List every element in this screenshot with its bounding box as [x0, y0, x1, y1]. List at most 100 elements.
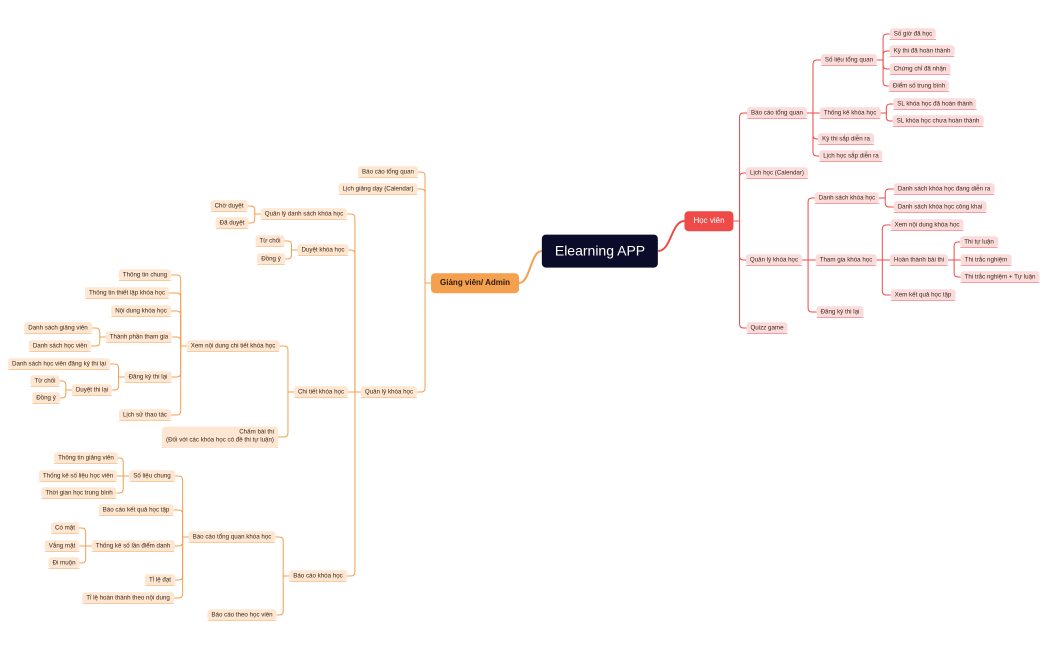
node-hv-chung-chi-da-nhan[interactable]: Chứng chỉ đã nhận	[889, 63, 951, 75]
connector-line	[876, 259, 891, 296]
node-hv-lich-hoc[interactable]: Lịch học (Calendar)	[746, 167, 808, 179]
node-hv-diem-so-trung-binh[interactable]: Điểm số trung bình	[888, 80, 950, 92]
node-hv-xem-noi-dung[interactable]: Xem nội dung khóa học	[890, 219, 964, 231]
node-gv-quan-ly-danh-sach[interactable]: Quản lý danh sách khóa học	[260, 208, 348, 220]
node-hv-ds-dang-dien-ra[interactable]: Danh sách khóa học đang diễn ra	[893, 183, 995, 195]
node-gv-noi-dung-khoa-hoc[interactable]: Nội dung khóa học	[111, 305, 171, 317]
node-gv-thong-tin-giang-vien[interactable]: Thông tin giảng viên	[54, 452, 118, 464]
connector-line	[877, 50, 890, 61]
connector-line	[172, 336, 187, 347]
node-gv-vang-mat[interactable]: Vắng mặt	[44, 540, 80, 552]
node-gv-thong-tin-thiet-lap[interactable]: Thông tin thiết lập khóa học	[84, 287, 170, 299]
connector-line	[91, 327, 106, 338]
node-gv-bao-cao-ket-qua[interactable]: Báo cáo kết quả học tập	[98, 504, 174, 516]
node-hv-thi-tu-luan[interactable]: Thi tự luận	[960, 236, 998, 248]
connector-line	[346, 391, 361, 577]
node-hv-thi-trac-nghiem-tu-luan[interactable]: Thi trắc nghiệm + Tự luận	[960, 271, 1040, 283]
node-gv-quan-ly-khoa-hoc[interactable]: Quản lý khóa học	[360, 386, 418, 398]
node-hv-quizz-game[interactable]: Quizz game	[746, 322, 788, 334]
node-hv-lich-hoc-sap-dien-ra[interactable]: Lịch học sắp diễn ra	[819, 150, 883, 162]
node-gv-bao-cao-tong-quan-khoa-hoc[interactable]: Báo cáo tổng quan khóa học	[188, 531, 276, 543]
connector-line	[284, 240, 298, 251]
node-gv-thong-ke-diem-danh[interactable]: Thống kê số lần điểm danh	[91, 540, 175, 552]
connector-line	[733, 220, 747, 329]
connector-line	[880, 103, 894, 114]
node-gv-lich-su-thao-tac[interactable]: Lịch sử thao tác	[118, 409, 172, 421]
node-gv-thi-lai-dong-y[interactable]: Đồng ý	[32, 392, 60, 404]
node-hv-quan-ly-khoa-hoc[interactable]: Quản lý khóa học	[745, 254, 803, 266]
node-gv-ds-hoc-vien[interactable]: Danh sách học viên	[28, 340, 92, 352]
connector-line	[171, 345, 187, 416]
node-gv-duyet-khoa-hoc[interactable]: Duyệt khóa học	[297, 244, 349, 256]
connector-line	[880, 112, 893, 122]
node-gv-di-muon[interactable]: Đi muộn	[48, 557, 80, 569]
node-gv-thi-lai-tu-choi[interactable]: Từ chối	[30, 375, 60, 387]
node-gv-da-duyet[interactable]: Đã duyệt	[215, 217, 249, 229]
connector-line	[879, 197, 894, 208]
node-hv-hoan-thanh-bai-thi[interactable]: Hoàn thành bài thi	[889, 254, 949, 266]
node-hoc-vien[interactable]: Học viên	[684, 211, 734, 231]
node-hv-tham-gia-khoa-hoc[interactable]: Tham gia khóa học	[815, 254, 877, 266]
node-gv-cham-bai-thi[interactable]: Chấm bài thi (Đối với các khóa học có đề…	[162, 426, 278, 448]
node-gv-co-mat[interactable]: Có mặt	[51, 522, 79, 534]
node-hv-bao-cao-tong-quan[interactable]: Báo cáo tổng quan	[747, 107, 807, 119]
connector-line	[284, 249, 298, 260]
node-gv-duyet-dong-y[interactable]: Đồng ý	[257, 253, 285, 265]
node-gv-chi-tiet-khoa-hoc[interactable]: Chi tiết khóa học	[293, 386, 349, 398]
node-gv-xem-noi-dung-chi-tiet[interactable]: Xem nội dung chi tiết khóa học	[186, 340, 280, 352]
node-giang-vien[interactable]: Giảng viên/ Admin	[431, 273, 519, 293]
node-hv-so-gio-da-hoc[interactable]: Số giờ đã học	[889, 28, 937, 40]
node-gv-thoi-gian-hoc-tb[interactable]: Thời gian học trung bình	[41, 487, 117, 499]
node-hv-ds-cong-khai[interactable]: Danh sách khóa học công khai	[893, 201, 987, 213]
node-gv-thong-ke-so-lieu-hv[interactable]: Thống kê số liệu học viên	[38, 470, 118, 482]
connector-line	[417, 171, 432, 284]
root-node[interactable]: Elearning APP	[541, 234, 659, 268]
connector-line	[802, 259, 817, 313]
connector-line	[174, 475, 189, 538]
connector-line	[877, 33, 890, 61]
node-gv-thanh-phan-tham-gia[interactable]: Thành phần tham gia	[105, 331, 173, 343]
node-hv-danh-sach-khoa-hoc[interactable]: Danh sách khóa học	[814, 192, 880, 204]
connector-line	[806, 59, 821, 114]
node-gv-thong-tin-chung[interactable]: Thông tin chung	[118, 269, 172, 281]
connector-line	[247, 205, 261, 215]
connector-line	[806, 112, 820, 157]
node-hv-thong-ke-khoa-hoc[interactable]: Thống kê khóa học	[819, 107, 881, 119]
connector-line	[802, 197, 815, 261]
node-gv-bao-cao-tong-quan[interactable]: Báo cáo tổng quan	[358, 166, 418, 178]
node-gv-ds-dang-ky-thi-lai[interactable]: Danh sách học viên đăng ký thi lại	[8, 358, 110, 370]
connector-line	[117, 457, 130, 477]
connector-line	[417, 188, 432, 284]
node-gv-duyet-tu-choi[interactable]: Từ chối	[255, 235, 285, 247]
node-hv-dang-ky-thi-lai[interactable]: Đăng ký thi lại	[816, 306, 864, 318]
node-hv-thi-trac-nghiem[interactable]: Thi trắc nghiệm	[960, 254, 1012, 266]
node-hv-xem-ket-qua[interactable]: Xem kết quả học tập	[890, 289, 956, 301]
node-gv-ds-giang-vien[interactable]: Danh sách giảng viên	[24, 322, 92, 334]
connector-line	[275, 536, 290, 577]
node-hv-ky-thi-sap-dien-ra[interactable]: Kỳ thi sắp diễn ra	[818, 133, 874, 145]
connector-line	[174, 536, 189, 547]
connector-line	[657, 220, 685, 252]
connector-line	[91, 336, 106, 347]
node-gv-cho-duyet[interactable]: Chờ duyệt	[210, 200, 248, 212]
node-gv-duyet-thi-lai[interactable]: Duyệt thi lại	[71, 384, 113, 396]
connector-line	[173, 509, 189, 538]
node-gv-bao-cao-khoa-hoc[interactable]: Báo cáo khóa học	[289, 570, 347, 582]
connector-line	[173, 536, 189, 599]
connector-line	[79, 545, 92, 564]
connector-line	[171, 274, 187, 347]
node-hv-ky-thi-da-hoan-thanh[interactable]: Kỳ thi đã hoàn thành	[889, 45, 955, 57]
connector-line	[248, 213, 261, 224]
node-hv-sl-da-hoan-thanh[interactable]: SL khóa học đã hoàn thành	[893, 98, 977, 110]
node-hv-sl-chua-hoan-thanh[interactable]: SL khóa học chưa hoàn thành	[892, 115, 984, 127]
node-gv-bao-cao-theo-hoc-vien[interactable]: Báo cáo theo học viên	[207, 609, 277, 621]
node-gv-ti-le-hoan-thanh[interactable]: Tỉ lệ hoàn thành theo nội dung	[82, 592, 174, 604]
connector-line	[417, 282, 432, 393]
connector-line	[169, 292, 187, 347]
node-gv-lich-giang-day[interactable]: Lịch giảng dạy (Calendar)	[338, 183, 418, 195]
node-gv-so-lieu-chung[interactable]: Số liệu chung	[129, 470, 175, 482]
node-gv-dang-ky-thi-lai[interactable]: Đăng ký thi lại	[124, 371, 172, 383]
node-hv-so-lieu-tong-quan[interactable]: Số liệu tổng quan	[820, 54, 878, 66]
connector-line	[175, 536, 189, 581]
node-gv-ti-le-dat[interactable]: Tỉ lệ đạt	[144, 574, 176, 586]
